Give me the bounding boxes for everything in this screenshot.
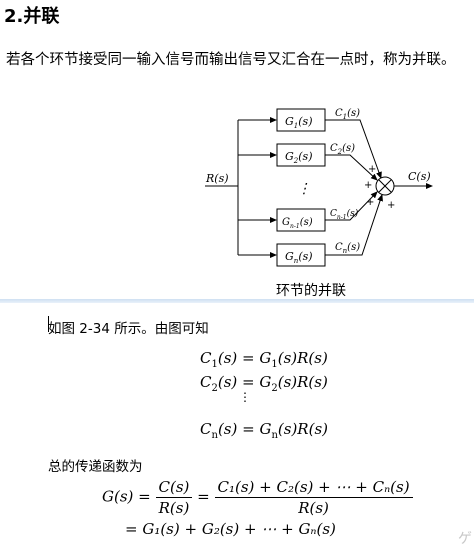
c1-label: C1(s) (335, 108, 360, 121)
section-heading: 2.并联 (4, 6, 60, 27)
reference-text: 如图 2-34 所示。由图可知 (48, 321, 209, 337)
branch-ellipsis: ⋮ (297, 181, 311, 197)
input-label: R(s) (205, 172, 229, 185)
output-arrow-4 (325, 194, 383, 256)
diagram-caption: 环节的并联 (276, 283, 346, 299)
watermark-glyph: ゲ (458, 531, 472, 547)
fraction-c-over-r: C(s)R(s) (155, 478, 193, 517)
cn-label: Cn(s) (335, 242, 360, 255)
equation-ellipsis: ⋮ (239, 390, 251, 404)
fraction-sum-over-r: C₁(s) + C₂(s) + ⋯ + Cₙ(s)R(s) (214, 478, 413, 517)
total-tf-text: 总的传递函数为 (48, 459, 143, 475)
text-cursor (48, 316, 49, 332)
output-arrow-3 (325, 191, 378, 221)
cn-1-label: Cn-1(s) (330, 208, 359, 221)
page-divider (0, 299, 474, 303)
plus-sign-1: + (368, 164, 376, 175)
plus-sign-3: + (366, 197, 374, 208)
block-gn-1-label: Gn-1(s) (282, 217, 313, 230)
parallel-block-diagram: G1(s) G2(s) Gn-1(s) Gn(s) R(s) C(s) C1(s… (205, 108, 433, 267)
intro-paragraph: 若各个环节接受同一输入信号而输出信号又汇合在一点时，称为并联。 (6, 52, 456, 68)
block-g2-label: G2(s) (285, 150, 313, 165)
output-label: C(s) (408, 170, 431, 183)
equation-c1: C1(s) = G1(s)R(s) (200, 349, 328, 370)
plus-sign-4: + (387, 200, 395, 211)
equation-transfer-function-sum: = G₁(s) + G₂(s) + ⋯ + Gₙ(s) (125, 520, 336, 538)
equation-cn: Cn(s) = Gn(s)R(s) (200, 420, 328, 441)
equation-transfer-function: G(s) = C(s)R(s) = C₁(s) + C₂(s) + ⋯ + Cₙ… (102, 478, 413, 517)
block-gn-label: Gn(s) (285, 250, 313, 265)
output-arrow-1 (325, 119, 382, 179)
block-g1-label: G1(s) (285, 115, 313, 130)
equation-c2: C2(s) = G2(s)R(s) (200, 373, 328, 394)
output-arrow-2 (325, 154, 378, 181)
c2-label: C2(s) (330, 143, 355, 156)
plus-sign-2: + (364, 180, 372, 191)
